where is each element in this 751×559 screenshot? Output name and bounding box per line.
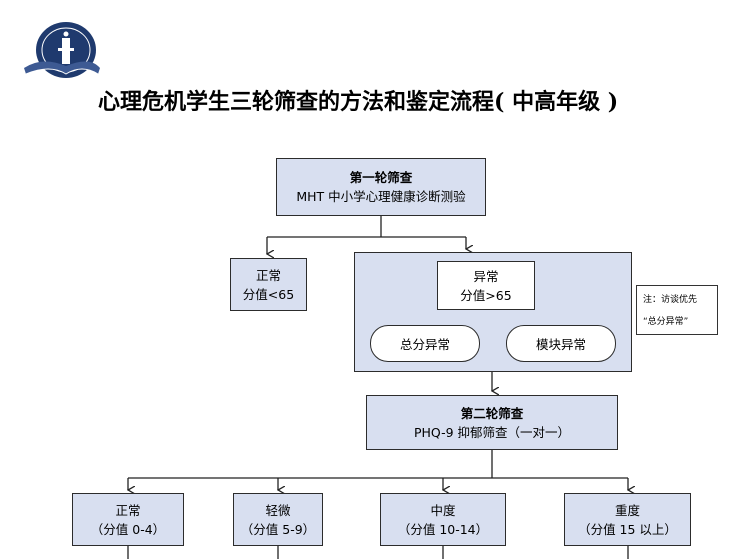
level-score: （分值 5-9）: [240, 521, 316, 537]
level-score: （分值 0-4）: [90, 521, 166, 537]
normal-score: 分值<65: [242, 286, 295, 302]
normal-label: 正常: [255, 267, 281, 283]
level-moderate-box: 中度 （分值 10-14）: [380, 493, 506, 546]
note-line2: “总分异常”: [643, 317, 689, 327]
round2-subtitle: PHQ-9 抑郁筛查（一对一）: [413, 424, 571, 440]
normal-box: 正常 分值<65: [230, 258, 307, 311]
level-mild-box: 轻微 （分值 5-9）: [233, 493, 323, 546]
level-label: 中度: [430, 502, 456, 518]
round1-box: 第一轮筛查 MHT 中小学心理健康诊断测验: [276, 158, 486, 216]
page-title: 心理危机学生三轮筛查的方法和鉴定流程( 中高年级 ): [98, 89, 619, 115]
note-line1: 注：访谈优先: [643, 295, 698, 305]
level-severe-box: 重度 （分值 15 以上）: [564, 493, 691, 546]
level-label: 轻微: [265, 502, 291, 518]
school-logo: [24, 22, 100, 78]
round1-subtitle: MHT 中小学心理健康诊断测验: [296, 189, 466, 204]
abnormal-score: 分值>65: [460, 287, 512, 303]
level-label: 正常: [115, 502, 141, 518]
level-score: （分值 10-14）: [397, 521, 489, 537]
round2-heading: 第二轮筛查: [460, 405, 524, 421]
level-score: （分值 15 以上）: [578, 521, 677, 537]
total-abnormal-pill: 总分异常: [370, 325, 480, 362]
round1-heading: 第一轮筛查: [349, 170, 413, 185]
abnormal-label: 异常: [473, 268, 499, 284]
abnormal-box: 异常 分值>65: [437, 261, 535, 310]
note-box: 注：访谈优先 “总分异常”: [636, 285, 718, 335]
level-normal-box: 正常 （分值 0-4）: [72, 493, 184, 546]
round2-box: 第二轮筛查 PHQ-9 抑郁筛查（一对一）: [366, 395, 618, 450]
module-abnormal-pill: 模块异常: [506, 325, 616, 362]
level-label: 重度: [614, 502, 640, 518]
